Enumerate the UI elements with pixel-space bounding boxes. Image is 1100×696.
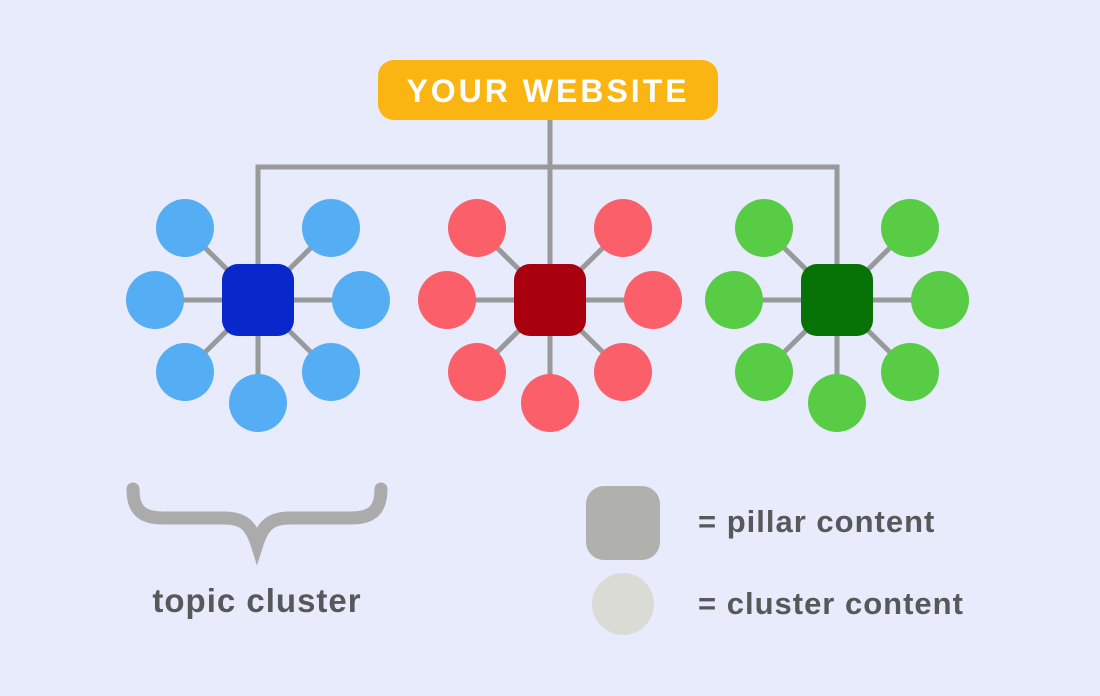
- cluster-content-node: [302, 343, 360, 401]
- cluster-content-node: [448, 199, 506, 257]
- cluster-content-node: [229, 374, 287, 432]
- pillar-node: [514, 264, 586, 336]
- cluster-content-node: [881, 343, 939, 401]
- curly-brace-icon: [126, 482, 388, 566]
- cluster-content-node: [448, 343, 506, 401]
- cluster-content-node: [911, 271, 969, 329]
- cluster-content-node: [594, 199, 652, 257]
- pillar-node: [801, 264, 873, 336]
- cluster-content-node: [881, 199, 939, 257]
- cluster-content-node: [302, 199, 360, 257]
- cluster-content-node: [521, 374, 579, 432]
- topic-cluster-green: [705, 199, 969, 432]
- pillar-node: [222, 264, 294, 336]
- cluster-content-node: [624, 271, 682, 329]
- cluster-content-node: [418, 271, 476, 329]
- cluster-content-node: [705, 271, 763, 329]
- cluster-content-node: [156, 343, 214, 401]
- website-label: YOUR WEBSITE: [406, 73, 689, 109]
- legend-pillar-swatch-icon: [586, 486, 660, 560]
- legend-pillar-label: = pillar content: [698, 504, 935, 539]
- topic-cluster-blue: [126, 199, 390, 432]
- cluster-content-node: [808, 374, 866, 432]
- cluster-content-node: [126, 271, 184, 329]
- topic-cluster-red: [418, 199, 682, 432]
- website-box: [378, 60, 718, 120]
- cluster-content-node: [735, 343, 793, 401]
- legend: = pillar content = cluster content: [586, 486, 964, 635]
- legend-cluster-swatch-icon: [592, 573, 654, 635]
- topic-cluster-label: topic cluster: [152, 582, 361, 619]
- cluster-content-node: [735, 199, 793, 257]
- clusters-group: [126, 199, 969, 432]
- cluster-content-node: [594, 343, 652, 401]
- cluster-content-node: [332, 271, 390, 329]
- legend-cluster-label: = cluster content: [698, 586, 964, 621]
- cluster-content-node: [156, 199, 214, 257]
